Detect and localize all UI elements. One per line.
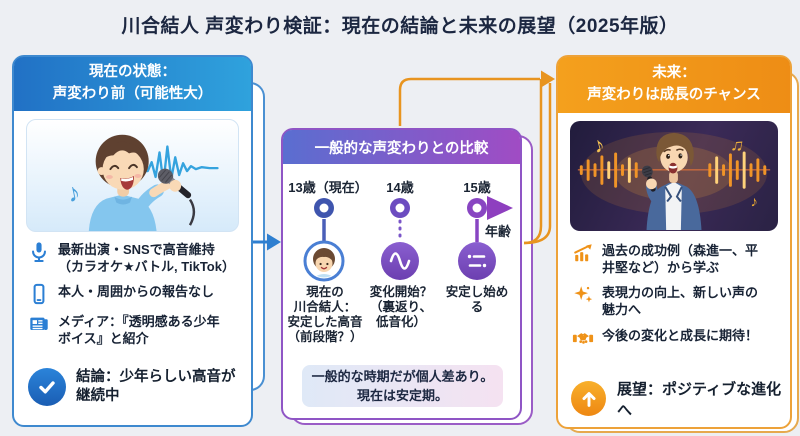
list-item: 表現力の向上、新しい声の 魅力へ <box>572 284 782 318</box>
list-item: 今後の変化と成長に期待！ <box>572 327 782 349</box>
milestone-line: （裏返り、 <box>369 300 432 314</box>
conclusion-row: 結論：少年らしい高音が 継続中 <box>14 356 251 407</box>
timeline-node-13 <box>314 198 334 242</box>
bullet-text: 魅力へ <box>602 302 642 318</box>
outlook-text: 展望：ポジティブな進化へ <box>617 380 782 419</box>
timeline-node-14 <box>390 198 410 244</box>
music-note-icon: ♪ <box>751 194 758 210</box>
current-state-header-line2: 声変わり前（可能性大） <box>52 86 213 102</box>
comparison-header-text: 一般的な声変わりとの比較 <box>314 140 489 157</box>
list-item: メディア：『透明感ある少年 ボイス』と紹介 <box>28 313 243 347</box>
note-line1: 一般的な時期だが個人差あり。 <box>311 368 494 384</box>
microphone-icon <box>32 242 46 262</box>
bullet-text: メディア：『透明感ある少年 <box>58 314 220 330</box>
comparison-note: 一般的な時期だが個人差あり。 現在は安定期。 <box>302 365 503 407</box>
milestone-label-14: 変化開始？ （裏返り、 低音化） <box>359 285 443 330</box>
check-circle-icon <box>28 368 66 407</box>
anime-young-man <box>641 132 702 230</box>
page-title: 川合結人 声変わり検証：現在の結論と未来の展望（2025年版） <box>121 16 679 37</box>
bullet-text: 本人・周囲からの報告なし <box>58 284 215 300</box>
milestone-line: （前段階？） <box>287 330 363 344</box>
age-timeline <box>290 196 513 282</box>
milestone-label-13: 現在の 川合結人： 安定した高音 （前段階？） <box>279 285 371 345</box>
music-note-icon: ♫ <box>729 134 746 156</box>
milestone-line: 現在の <box>306 285 344 299</box>
bullet-text: 今後の変化と成長に期待！ <box>602 327 759 343</box>
cartoon-boy <box>88 134 172 231</box>
future-header-line2: 声変わりは成長のチャンス <box>587 87 761 103</box>
milestone-label-15: 安定し始め る <box>435 285 519 315</box>
future-header: 未来： 声変わりは成長のチャンス <box>558 57 790 113</box>
boy-avatar-icon <box>303 240 345 282</box>
timeline-area: 13歳（現在） 14歳 15歳 年齢 現在の 川合結人： 安定した高音 （前段階… <box>283 164 520 418</box>
list-item: 最新出演・SNSで高音維持 （カラオケ★バトル, TikTok） <box>28 241 243 275</box>
milestone-line: 低音化） <box>375 315 426 329</box>
current-state-header-line1: 現在の状態： <box>89 64 176 81</box>
conclusion-text-line2: 継続中 <box>76 388 120 405</box>
sparkles-icon <box>574 286 593 303</box>
milestone-line: 安定し始め <box>445 285 509 299</box>
current-state-header: 現在の状態： 声変わり前（可能性大） <box>14 57 251 111</box>
future-bullet-list: 過去の成功例（森進一、平 井堅など）から学ぶ 表現力の向上、新しい声の 魅力へ <box>558 242 790 349</box>
future-panel: 未来： 声変わりは成長のチャンス <box>556 55 792 429</box>
growth-chart-icon <box>574 244 592 262</box>
young-man-singing-illustration: ♪ ♫ ♪ <box>570 121 778 231</box>
waveform-icon <box>381 242 419 280</box>
voice-waveform-icon <box>136 145 219 185</box>
age-tick-13: 13歳（現在） <box>288 180 368 195</box>
milestone-line: 川合結人： <box>293 300 357 314</box>
list-item: 本人・周囲からの報告なし <box>28 283 243 305</box>
stabilize-icon <box>458 242 496 280</box>
bullet-text: 最新出演・SNSで高音維持 <box>58 242 215 257</box>
newspaper-icon <box>30 317 48 331</box>
bullet-text: 過去の成功例（森進一、平 <box>602 243 759 258</box>
timeline-node-15 <box>467 198 487 242</box>
axis-label: 年齢 <box>484 224 511 239</box>
future-header-line1: 未来： <box>652 65 696 82</box>
milestone-line: る <box>470 300 484 314</box>
bullet-text: 表現力の向上、新しい声の <box>602 285 759 301</box>
current-state-bullet-list: 最新出演・SNSで高音維持 （カラオケ★バトル, TikTok） 本人・周囲から… <box>14 241 251 348</box>
microphone-prop <box>157 168 196 226</box>
age-tick-14: 14歳 <box>386 180 414 195</box>
bullet-text: 井堅など）から学ぶ <box>602 260 720 276</box>
milestone-line: 安定した高音 <box>287 315 363 329</box>
age-tick-15: 15歳 <box>463 180 491 195</box>
comparison-header: 一般的な声変わりとの比較 <box>283 130 520 164</box>
music-note-icon: ♪ <box>65 178 83 208</box>
current-state-panel: 現在の状態： 声変わり前（可能性大） ♪ <box>12 55 253 427</box>
bullet-text: （カラオケ★バトル, TikTok） <box>58 259 235 275</box>
note-line2: 現在は安定期。 <box>356 388 448 403</box>
handshake-icon <box>572 332 594 344</box>
conclusion-text-line1: 結論：少年らしい高音が <box>76 368 236 385</box>
bullet-text: ボイス』と紹介 <box>58 331 149 347</box>
comparison-panel: 一般的な声変わりとの比較 <box>281 128 522 420</box>
smartphone-icon <box>33 284 45 305</box>
up-arrow-circle-icon <box>571 381 606 417</box>
outlook-row: 展望：ポジティブな進化へ <box>558 357 790 420</box>
boy-singing-illustration: ♪ <box>26 119 239 232</box>
list-item: 過去の成功例（森進一、平 井堅など）から学ぶ <box>572 242 782 276</box>
milestone-line: 変化開始？ <box>369 285 433 299</box>
